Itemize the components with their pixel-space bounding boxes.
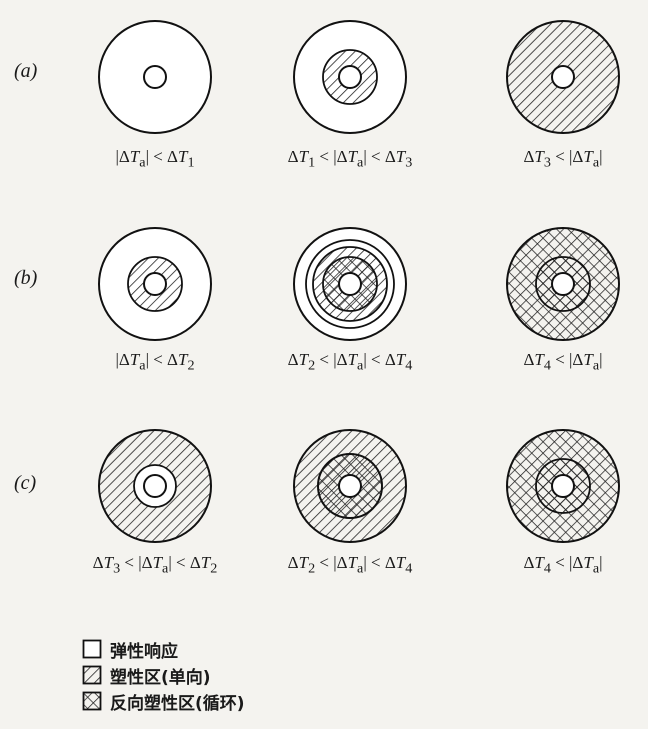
disk-caption: ΔT3 < |ΔTa| — [523, 147, 603, 171]
disk-hole — [338, 272, 362, 296]
disk-caption: ΔT1 < |ΔTa| < ΔT3 — [287, 147, 413, 171]
disk-caption: |ΔTa| < ΔT1 — [115, 147, 195, 171]
plastic-swatch-icon — [82, 665, 102, 685]
disk-caption: ΔT2 < |ΔTa| < ΔT4 — [287, 350, 413, 374]
disk-hole — [143, 272, 167, 296]
disk-caption: |ΔTa| < ΔT2 — [115, 350, 195, 374]
disk-caption: ΔT2 < |ΔTa| < ΔT4 — [287, 553, 413, 577]
disk-hole — [551, 272, 575, 296]
legend-item-reverse: 反向塑性区(循环) — [82, 688, 245, 714]
disk-hole — [143, 65, 167, 89]
disk-caption: ΔT4 < |ΔTa| — [523, 350, 603, 374]
legend-label-elastic: 弹性响应 — [110, 641, 178, 662]
row-label: (c) — [14, 472, 37, 494]
disk-hole — [551, 474, 575, 498]
legend-label-plastic: 塑性区(单向) — [110, 667, 211, 688]
legend-item-elastic: 弹性响应 — [82, 636, 245, 662]
disk-hole — [551, 65, 575, 89]
legend-label-reverse: 反向塑性区(循环) — [110, 693, 245, 714]
disk-caption: ΔT3 < |ΔTa| < ΔT2 — [92, 553, 218, 577]
legend: 弹性响应 塑性区(单向) 反向塑性区(循环) — [82, 636, 245, 714]
elastic-swatch-icon — [82, 639, 102, 659]
disk-caption: ΔT4 < |ΔTa| — [523, 553, 603, 577]
disk-hole — [338, 474, 362, 498]
row-label: (b) — [14, 267, 38, 289]
legend-item-plastic: 塑性区(单向) — [82, 662, 245, 688]
disk-hole — [143, 474, 167, 498]
disk-hole — [338, 65, 362, 89]
row-label: (a) — [14, 60, 38, 82]
reverse-swatch-icon — [82, 691, 102, 711]
